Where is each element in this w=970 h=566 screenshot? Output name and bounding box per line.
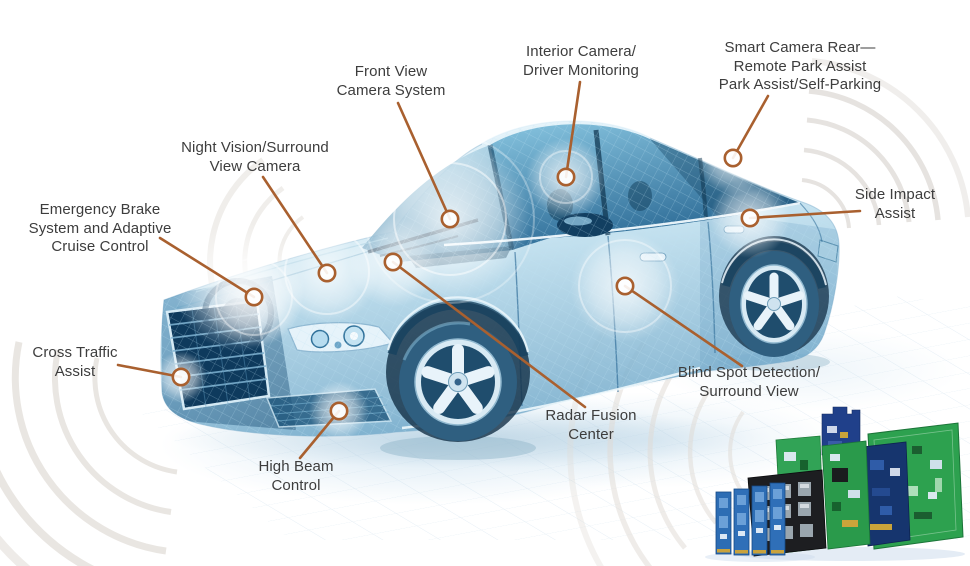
callout-emergency-brake-acc: Emergency Brake System and Adaptive Crui… — [29, 201, 172, 257]
leader-high-beam — [298, 409, 341, 460]
callout-line: Assist — [874, 204, 916, 222]
callout-line: Front View — [354, 63, 428, 80]
pcb-blue-panel — [715, 482, 786, 556]
callout-line: View Camera — [209, 157, 301, 175]
leader-radar-fusion — [391, 260, 587, 409]
callout-front-view-camera-system: Front View Camera System — [337, 63, 446, 100]
callout-line: System and Adaptive — [28, 219, 172, 237]
leader-interior — [564, 80, 582, 179]
callout-line: Driver Monitoring — [523, 61, 639, 79]
callout-leader-lines — [116, 80, 862, 460]
leader-side-impact — [748, 209, 862, 220]
callout-line: Interior Camera/ — [526, 43, 636, 60]
callout-cross-traffic-assist: Cross Traffic Assist — [32, 344, 117, 381]
callout-line: Cruise Control — [51, 238, 149, 256]
callout-high-beam-control: High Beam Control — [258, 458, 333, 495]
callout-line: Control — [271, 476, 321, 494]
sensor-dot-smart-rear — [723, 148, 743, 168]
callout-line: Cross Traffic — [32, 344, 118, 361]
callout-line: Assist — [54, 362, 96, 380]
leader-blind-spot — [623, 284, 744, 368]
callout-line: High Beam — [258, 458, 334, 475]
callout-line: Side Impact — [854, 186, 936, 203]
callout-interior-camera: Interior Camera/ Driver Monitoring — [523, 43, 639, 80]
pcb-green-central — [821, 440, 871, 550]
sensor-dot-interior — [556, 167, 576, 187]
leader-emergency — [158, 236, 256, 299]
callout-line: Radar Fusion — [545, 407, 637, 424]
callout-night-vision-surround: Night Vision/Surround View Camera — [181, 139, 329, 176]
callout-line: Surround View — [699, 382, 799, 400]
callout-line: Camera System — [336, 81, 446, 99]
callout-line: Remote Park Assist — [733, 57, 867, 75]
leader-night-vision — [261, 175, 329, 275]
signal-arcs-rear-right — [801, 58, 970, 229]
sensor-dots — [171, 148, 760, 421]
callout-line: Emergency Brake — [39, 201, 161, 218]
callout-blind-spot-surround: Blind Spot Detection/ Surround View — [678, 364, 820, 401]
callout-line: Smart Camera Rear— — [724, 39, 876, 56]
callout-side-impact-assist: Side Impact Assist — [855, 186, 935, 223]
callout-smart-camera-rear: Smart Camera Rear— Remote Park Assist Pa… — [719, 39, 881, 95]
callout-line: Park Assist/Self-Parking — [718, 76, 882, 94]
sensor-dot-side-impact — [740, 208, 760, 228]
sensor-dot-high-beam — [329, 401, 349, 421]
signal-arcs-front-left — [0, 341, 178, 566]
rear-wheel — [719, 236, 829, 357]
callout-line: Blind Spot Detection/ — [677, 364, 821, 381]
callout-line: Night Vision/Surround — [181, 139, 329, 156]
callout-radar-fusion-center: Radar Fusion Center — [545, 407, 636, 444]
leader-cross-traffic — [116, 363, 183, 379]
sensor-dot-radar-fusion — [383, 252, 403, 272]
sensor-dot-emergency — [244, 287, 264, 307]
sensor-dot-front-view — [440, 209, 460, 229]
sensor-dot-cross-traffic — [171, 367, 191, 387]
leader-front-view — [396, 101, 452, 221]
leader-smart-rear — [731, 94, 770, 160]
pcb-navy — [861, 441, 911, 547]
pcb-boards-photo — [705, 406, 965, 562]
sensor-dot-blind-spot — [615, 276, 635, 296]
callout-line: Center — [568, 425, 614, 443]
sensor-dot-night-vision — [317, 263, 337, 283]
